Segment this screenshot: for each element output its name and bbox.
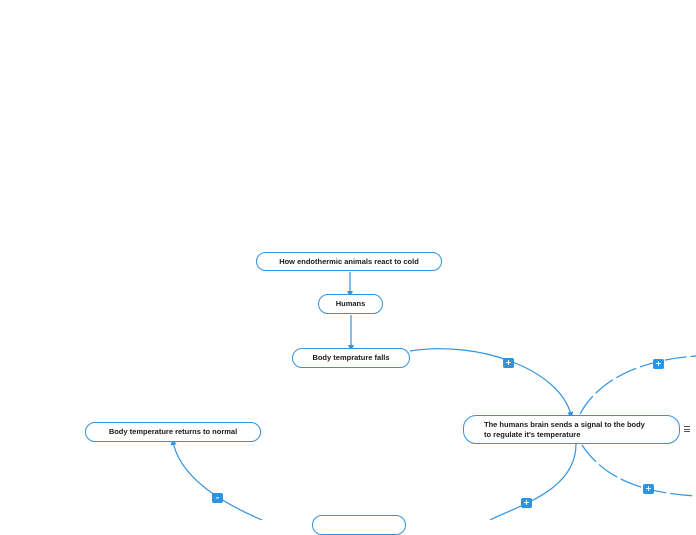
expand-toggle-right-lower[interactable]: + (643, 484, 654, 494)
menu-icon[interactable] (684, 426, 690, 432)
node-brain-signal[interactable]: The humans brain sends a signal to the b… (463, 415, 680, 444)
connector-brain-right-upper (579, 355, 696, 415)
expand-toggle-bodyfalls-brain[interactable]: + (503, 358, 514, 368)
node-bottom-partial[interactable] (312, 515, 406, 535)
collapse-toggle-returns[interactable]: - (212, 493, 223, 503)
node-body-temperature-falls[interactable]: Body temprature falls (292, 348, 410, 368)
connector-bodyfalls-brain (409, 348, 574, 418)
expand-toggle-brain-bottom[interactable]: + (521, 498, 532, 508)
connector-bottom-returns (170, 439, 263, 520)
expand-toggle-right-upper[interactable]: + (653, 359, 664, 369)
node-body-temperature-falls-label: Body temprature falls (312, 353, 390, 363)
node-temperature-returns-normal[interactable]: Body temperature returns to normal (85, 422, 261, 442)
node-humans[interactable]: Humans (318, 294, 383, 314)
node-root[interactable]: How endothermic animals react to cold (256, 252, 442, 271)
node-humans-label: Humans (335, 299, 366, 309)
node-brain-signal-label: The humans brain sends a signal to the b… (484, 420, 645, 439)
node-temperature-returns-normal-label: Body temperature returns to normal (108, 427, 238, 437)
connector-brain-right-lower (581, 444, 696, 497)
node-root-label: How endothermic animals react to cold (279, 256, 419, 266)
connector-brain-bottom (489, 443, 577, 520)
